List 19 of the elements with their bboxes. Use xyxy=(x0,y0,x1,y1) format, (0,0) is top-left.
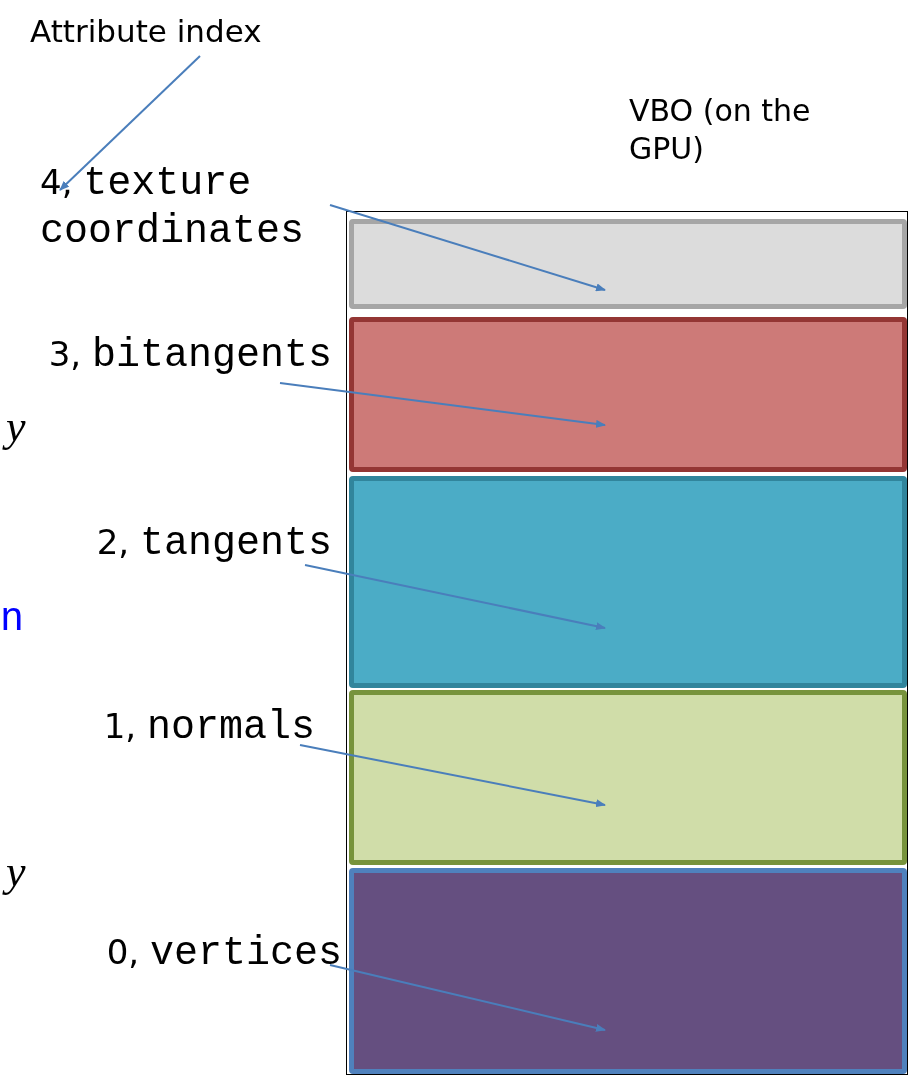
attribute-name: 4, texture coordinates xyxy=(40,160,305,251)
arrow xyxy=(329,964,606,1032)
buffer-band xyxy=(349,317,907,472)
buffer-band xyxy=(349,219,907,309)
attribute-name: 0, vertices xyxy=(106,930,342,973)
arrow xyxy=(59,55,201,191)
buffer-band xyxy=(349,868,907,1074)
heading-text: Attribute index xyxy=(30,13,262,49)
arrow xyxy=(299,744,606,808)
vbo-label: VBO (on the GPU) xyxy=(629,92,812,168)
buffer-band xyxy=(349,690,907,865)
arrow xyxy=(304,564,606,631)
arrow xyxy=(329,204,606,292)
attribute-name: 3, bitangents xyxy=(48,332,332,375)
attribute-name: 2, tangents xyxy=(96,520,332,563)
attribute-name: 1, normals xyxy=(103,704,315,747)
arrow xyxy=(279,382,606,428)
buffer-band xyxy=(349,476,907,688)
code-fragment: n xyxy=(0,600,25,644)
